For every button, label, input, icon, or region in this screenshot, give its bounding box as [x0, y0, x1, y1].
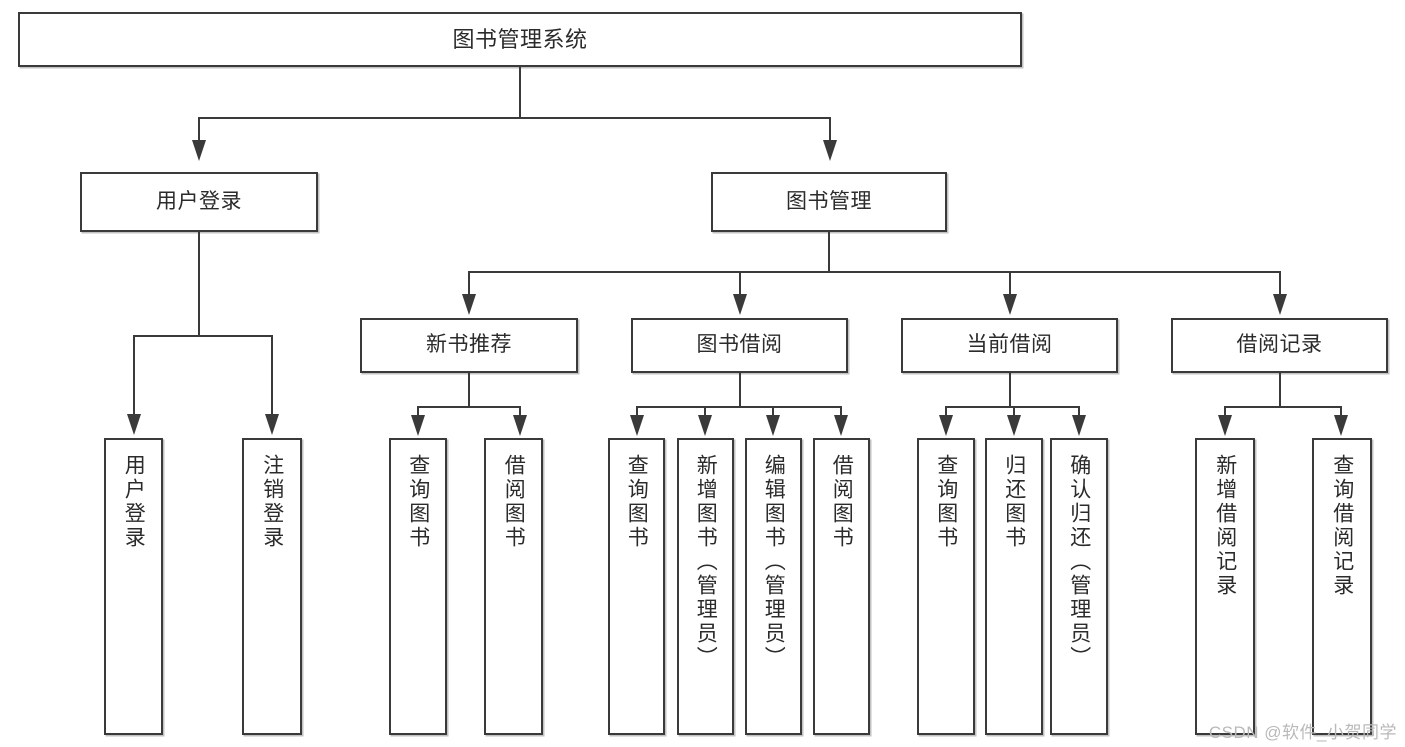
node-borrow-record[interactable]: 借阅记录: [1171, 318, 1388, 373]
connector-book-borrow-drop-1: [636, 406, 638, 418]
connector-book-borrow-drop-2: [704, 406, 706, 418]
node-book-borrow[interactable]: 图书借阅: [631, 318, 848, 373]
node-root-book-management-system[interactable]: 图书管理系统: [18, 12, 1022, 67]
connector-new-book-stem: [468, 373, 470, 407]
connector-user-login-drop-1: [133, 335, 135, 417]
node-label: 新增借阅记录: [1213, 454, 1237, 598]
node-label: 图书借阅: [696, 333, 783, 357]
arrow-to-confirm-return: [1072, 415, 1086, 436]
node-label: 查询图书: [625, 454, 649, 550]
connector-book-borrow-drop-3: [772, 406, 774, 418]
leaf-borrow-book-new[interactable]: 借阅图书: [484, 438, 543, 735]
connector-level1-drop-left: [198, 117, 200, 141]
arrow-to-add-borrow-record: [1218, 415, 1232, 436]
arrow-to-query-borrow-record: [1334, 415, 1348, 436]
leaf-query-book-borrow[interactable]: 查询图书: [608, 438, 665, 735]
connector-level2-drop-3: [1009, 271, 1011, 295]
node-label: 借阅记录: [1236, 333, 1323, 357]
connector-user-login-bar: [133, 335, 272, 337]
node-user-login[interactable]: 用户登录: [80, 172, 318, 232]
node-label: 注销登录: [260, 454, 284, 550]
connector-borrow-record-bar: [1224, 406, 1341, 408]
connector-level2-drop-4: [1279, 271, 1281, 295]
leaf-query-borrow-record[interactable]: 查询借阅记录: [1312, 438, 1372, 735]
node-label: 查询图书: [934, 454, 958, 550]
arrow-to-borrow-record: [1273, 294, 1287, 315]
leaf-return-book[interactable]: 归还图书: [985, 438, 1043, 735]
node-new-book-recommend[interactable]: 新书推荐: [360, 318, 578, 373]
node-label: 借阅图书: [830, 454, 854, 550]
connector-user-login-stem: [198, 232, 200, 336]
leaf-borrow-book-borrow[interactable]: 借阅图书: [813, 438, 870, 735]
leaf-confirm-return-admin[interactable]: 确认归还（管理员）: [1050, 438, 1108, 735]
node-label: 借阅图书: [502, 454, 526, 550]
connector-level1-bar: [198, 117, 830, 119]
node-current-borrow[interactable]: 当前借阅: [901, 318, 1118, 373]
node-label: 用户登录: [122, 454, 146, 550]
connector-book-borrow-stem: [739, 373, 741, 407]
arrow-to-borrow-book-1: [513, 415, 527, 436]
connector-book-borrow-bar: [636, 406, 842, 408]
leaf-logout[interactable]: 注销登录: [242, 438, 302, 735]
leaf-add-borrow-record[interactable]: 新增借阅记录: [1195, 438, 1255, 735]
node-label: 新增图书（管理员）: [694, 454, 718, 670]
node-label: 归还图书: [1002, 454, 1026, 550]
arrow-to-add-book: [698, 415, 712, 436]
arrow-to-return-book: [1007, 415, 1021, 436]
connector-borrow-record-drop-2: [1340, 406, 1342, 418]
leaf-add-book-admin[interactable]: 新增图书（管理员）: [677, 438, 734, 735]
leaf-edit-book-admin[interactable]: 编辑图书（管理员）: [745, 438, 802, 735]
connector-root-stem: [519, 67, 521, 118]
connector-book-borrow-drop-4: [840, 406, 842, 418]
connector-level2-drop-1: [468, 271, 470, 295]
arrow-to-edit-book: [766, 415, 780, 436]
arrow-to-book-management: [823, 140, 837, 161]
connector-borrow-record-stem: [1279, 373, 1281, 407]
arrow-to-user-login: [192, 140, 206, 161]
node-label: 用户登录: [156, 189, 242, 213]
connector-level1-drop-right: [829, 117, 831, 141]
connector-current-borrow-drop-3: [1078, 406, 1080, 418]
arrow-to-book-borrow: [733, 294, 747, 315]
connector-current-borrow-stem: [1009, 373, 1011, 407]
connector-new-book-drop-1: [417, 406, 419, 418]
arrow-to-new-book-recommend: [462, 294, 476, 315]
arrow-to-user-login-leaf: [127, 414, 141, 435]
arrow-to-current-borrow: [1003, 294, 1017, 315]
connector-level2-bar: [468, 271, 1280, 273]
connector-book-management-stem: [828, 232, 830, 272]
node-label: 查询图书: [406, 454, 430, 550]
arrow-to-logout-leaf: [265, 414, 279, 435]
node-label: 当前借阅: [966, 333, 1053, 357]
node-label: 编辑图书（管理员）: [762, 454, 786, 670]
arrow-to-query-book-1: [411, 415, 425, 436]
node-label: 新书推荐: [426, 333, 512, 357]
leaf-query-book-new[interactable]: 查询图书: [389, 438, 447, 735]
connector-new-book-drop-2: [519, 406, 521, 418]
connector-user-login-drop-2: [271, 335, 273, 417]
leaf-user-login[interactable]: 用户登录: [104, 438, 163, 735]
node-label: 图书管理: [786, 189, 872, 213]
arrow-to-query-book-3: [939, 415, 953, 436]
node-label: 图书管理系统: [452, 26, 588, 52]
connector-current-borrow-drop-1: [945, 406, 947, 418]
connector-new-book-bar: [417, 406, 520, 408]
connector-borrow-record-drop-1: [1224, 406, 1226, 418]
node-book-management[interactable]: 图书管理: [711, 172, 947, 232]
connector-level2-drop-2: [739, 271, 741, 295]
node-label: 确认归还（管理员）: [1067, 454, 1091, 670]
arrow-to-query-book-2: [630, 415, 644, 436]
connector-current-borrow-bar: [945, 406, 1079, 408]
connector-current-borrow-drop-2: [1013, 406, 1015, 418]
arrow-to-borrow-book-2: [834, 415, 848, 436]
node-label: 查询借阅记录: [1330, 454, 1354, 598]
leaf-query-book-current[interactable]: 查询图书: [917, 438, 975, 735]
